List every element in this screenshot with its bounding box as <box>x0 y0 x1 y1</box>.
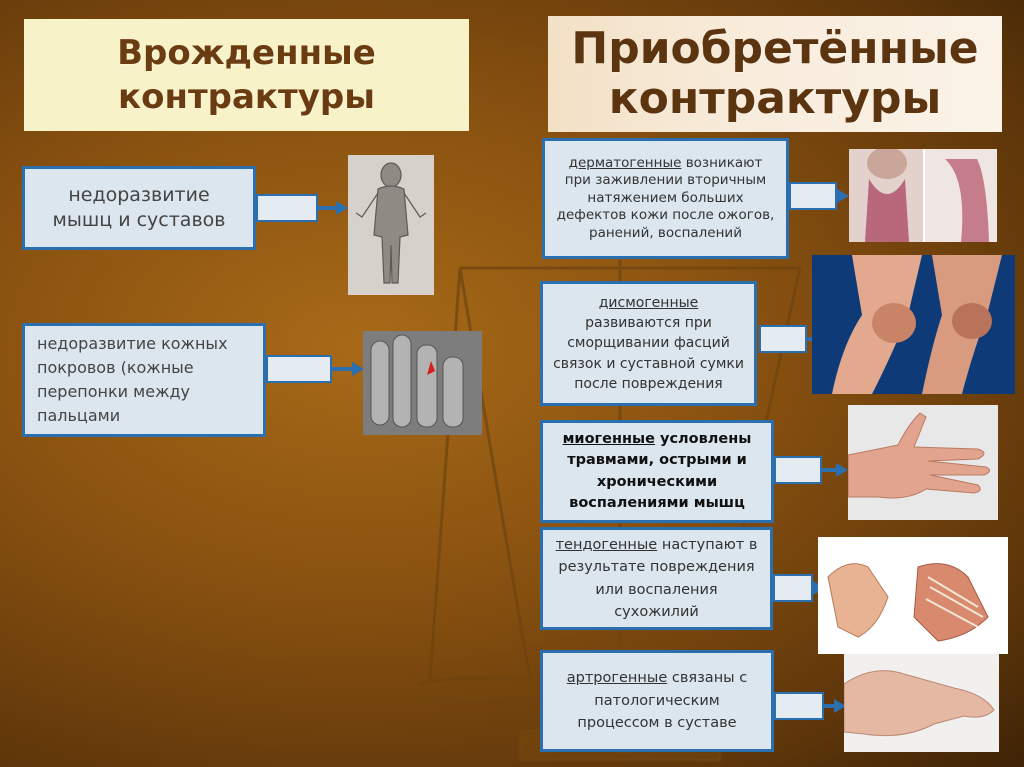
congenital-box-muscles: недоразвитие мышц и суставов <box>22 166 256 250</box>
acquired-box-myogenic-content: миогенные условлены травмами, острыми и … <box>543 429 771 513</box>
acquired-box-desmogenic-content: дисмогенные развиваются при сморщивании … <box>543 293 754 394</box>
keyword-tendogenic: тендогенные <box>555 536 658 553</box>
acquired-tendogenic-text: наступают в результате повреждения или в… <box>558 536 758 620</box>
keyword-dermatogenic: дерматогенные <box>568 154 682 171</box>
arrow-congenital-1 <box>256 194 348 222</box>
acquired-box-dermatogenic: дерматогенные возникают при заживлении в… <box>542 138 789 259</box>
keyword-desmogenic: дисмогенные <box>598 294 699 311</box>
acquired-header-line1: Приобретённые <box>571 23 979 74</box>
acquired-box-arthrogenic-content: артрогенные связаны с патологическим про… <box>543 667 771 734</box>
photo-webbed-fingers <box>363 331 482 435</box>
congenital-box-skin-text: недоразвитие кожных покровов (кожные пер… <box>37 334 228 425</box>
acquired-myogenic-text: условлены травмами, острыми и хронически… <box>567 431 752 511</box>
acquired-header-line2: контрактуры <box>608 73 942 124</box>
acquired-box-arthrogenic: артрогенные связаны с патологическим про… <box>540 650 774 752</box>
acquired-arthrogenic-text: связаны с патологическим процессом в сус… <box>577 670 748 732</box>
acquired-box-dermatogenic-content: дерматогенные возникают при заживлении в… <box>545 155 786 243</box>
photo-underdeveloped-figure <box>348 155 434 295</box>
arrow-acquired-2 <box>759 325 829 353</box>
arrow-acquired-1 <box>789 182 849 210</box>
keyword-myogenic: миогенные <box>562 431 655 448</box>
photo-hand-arthrogenic <box>844 654 999 752</box>
congenital-box-skin: недоразвитие кожных покровов (кожные пер… <box>22 323 266 437</box>
photo-burn-scars-neck <box>849 149 997 242</box>
congenital-header-line2: контрактуры <box>118 77 375 117</box>
acquired-box-tendogenic: тендогенные наступают в результате повре… <box>540 527 773 630</box>
acquired-box-myogenic: миогенные условлены травмами, острыми и … <box>540 420 774 523</box>
congenital-box-muscles-text: недоразвитие мышц и суставов <box>52 184 226 231</box>
photo-palm-myogenic <box>848 405 998 520</box>
photo-tendon-diagram <box>818 537 1008 654</box>
arrow-acquired-5 <box>774 692 846 720</box>
keyword-arthrogenic: артрогенные <box>566 670 668 687</box>
photo-knee-contracture <box>812 255 1015 394</box>
acquired-desmogenic-text: развиваются при сморщивании фасций связо… <box>553 315 744 392</box>
congenital-header-line1: Врожденные <box>117 33 376 73</box>
arrow-congenital-2 <box>266 355 364 383</box>
acquired-dermatogenic-text: возникают при заживлении вторичным натяж… <box>556 154 775 241</box>
acquired-box-tendogenic-content: тендогенные наступают в результате повре… <box>543 534 770 624</box>
arrow-acquired-4 <box>773 574 825 602</box>
arrow-acquired-3 <box>774 456 848 484</box>
acquired-box-desmogenic: дисмогенные развиваются при сморщивании … <box>540 281 757 406</box>
